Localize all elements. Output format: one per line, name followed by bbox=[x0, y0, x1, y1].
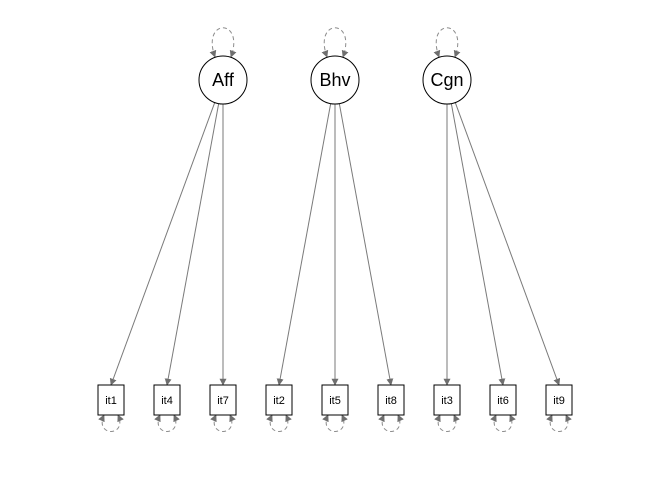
indicator-label: it4 bbox=[161, 395, 173, 407]
indicator-label: it9 bbox=[553, 395, 565, 407]
indicator-label: it2 bbox=[273, 395, 285, 407]
indicator-node-it2: it2 bbox=[265, 384, 293, 416]
indicator-box bbox=[97, 384, 125, 416]
residual-loop-it5 bbox=[322, 414, 348, 432]
indicator-label: it6 bbox=[497, 395, 509, 407]
loading-arrow-Aff-it1 bbox=[109, 102, 216, 386]
loading-arrow-Cgn-it9 bbox=[454, 102, 561, 386]
indicator-box bbox=[265, 384, 293, 416]
indicator-node-it1: it1 bbox=[97, 384, 125, 416]
indicator-label: it5 bbox=[329, 395, 341, 407]
loading-arrow-Aff-it4 bbox=[164, 103, 220, 386]
indicator-box bbox=[377, 384, 405, 416]
indicator-node-it4: it4 bbox=[153, 384, 181, 416]
indicator-node-it9: it9 bbox=[545, 384, 573, 416]
latent-node-Bhv: Bhv bbox=[310, 55, 360, 105]
residual-loop-it6 bbox=[490, 414, 516, 432]
indicator-box bbox=[433, 384, 461, 416]
latent-label: Aff bbox=[212, 70, 235, 90]
variance-loop-Cgn bbox=[433, 27, 461, 58]
latent-node-Cgn: Cgn bbox=[422, 55, 472, 105]
variance-loop-Bhv bbox=[321, 27, 349, 58]
indicator-box bbox=[321, 384, 349, 416]
indicator-label: it8 bbox=[385, 395, 397, 407]
indicator-node-it6: it6 bbox=[489, 384, 517, 416]
indicator-label: it7 bbox=[217, 395, 229, 407]
indicator-node-it7: it7 bbox=[209, 384, 237, 416]
residual-loop-it9 bbox=[546, 414, 572, 432]
indicator-box bbox=[209, 384, 237, 416]
nodes: Aff Bhv Cgn it1 it4 it7 it2 it5 it8 it3 it6 it9 bbox=[97, 55, 573, 416]
latent-circle bbox=[422, 55, 472, 105]
residual-loop-it2 bbox=[266, 414, 292, 432]
indicator-label: it1 bbox=[105, 395, 117, 407]
variance-loops bbox=[98, 27, 572, 432]
latent-label: Cgn bbox=[430, 70, 463, 90]
indicator-box bbox=[153, 384, 181, 416]
latent-label: Bhv bbox=[319, 70, 350, 90]
indicator-node-it5: it5 bbox=[321, 384, 349, 416]
residual-loop-it7 bbox=[210, 414, 236, 432]
indicator-node-it8: it8 bbox=[377, 384, 405, 416]
residual-loop-it8 bbox=[378, 414, 404, 432]
loading-arrow-Bhv-it8 bbox=[338, 103, 394, 386]
indicator-box bbox=[489, 384, 517, 416]
loading-edges bbox=[109, 102, 561, 386]
loading-arrow-Bhv-it2 bbox=[276, 103, 332, 386]
latent-circle bbox=[198, 55, 248, 105]
loading-arrow-Cgn-it6 bbox=[450, 103, 506, 386]
residual-loop-it1 bbox=[98, 414, 124, 432]
indicator-label: it3 bbox=[441, 395, 453, 407]
residual-loop-it3 bbox=[434, 414, 460, 432]
indicator-node-it3: it3 bbox=[433, 384, 461, 416]
latent-circle bbox=[310, 55, 360, 105]
latent-node-Aff: Aff bbox=[198, 55, 248, 105]
residual-loop-it4 bbox=[154, 414, 180, 432]
indicator-box bbox=[545, 384, 573, 416]
variance-loop-Aff bbox=[209, 27, 237, 58]
